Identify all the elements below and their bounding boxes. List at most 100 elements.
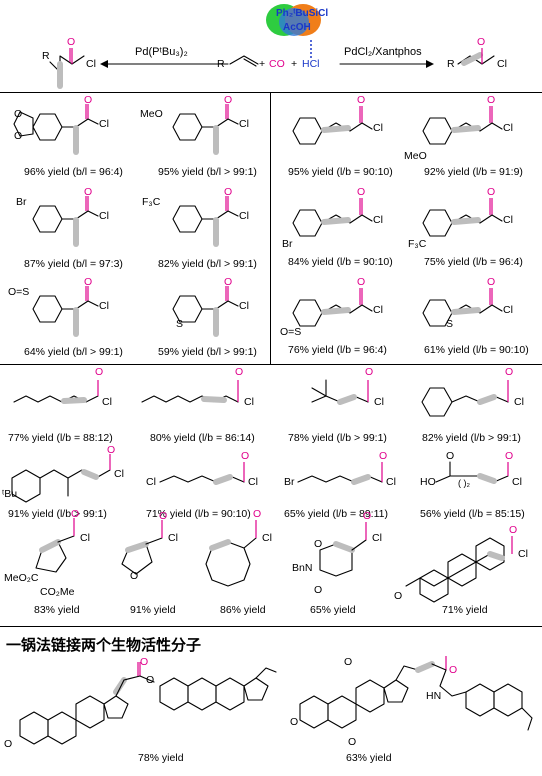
cy3-cl: Cl: [262, 532, 272, 544]
left-arrow-head: [100, 60, 108, 68]
ak8-yield: 56% yield (l/b = 85:15): [420, 508, 525, 520]
bio1-yield: 78% yield: [138, 752, 184, 764]
section-title: 一锅法链接两个生物活性分子: [6, 636, 202, 654]
br5-cl: Cl: [99, 300, 109, 312]
ak8-acid-o: O: [446, 450, 455, 462]
br1-cl: Cl: [99, 118, 109, 130]
bio2-o3: O: [348, 736, 357, 748]
br1-yield: 96% yield (b/l = 96:4): [24, 166, 123, 178]
cy1-cl: Cl: [80, 532, 90, 544]
cy4-o: O: [363, 510, 372, 522]
la5-so2: O=S: [280, 326, 302, 338]
br2-sub: MeO: [140, 108, 163, 120]
ak6-o: O: [241, 450, 250, 462]
cy3-o: O: [253, 508, 262, 520]
acid-label: AcOH: [283, 22, 311, 33]
br4-o: O: [224, 186, 233, 198]
left-r: R: [42, 50, 50, 62]
br5-so2: O=S: [8, 286, 30, 298]
ak1-cl: Cl: [102, 396, 112, 408]
bio2-o1: O: [290, 716, 299, 728]
alkene-r: R: [217, 58, 225, 70]
la1-o: O: [357, 94, 366, 106]
br3-o: O: [84, 186, 93, 198]
ak2-yield: 80% yield (l/b = 86:14): [150, 432, 255, 444]
ak3-o: O: [365, 366, 374, 378]
left-o: O: [67, 36, 76, 48]
la6-cl: Cl: [503, 304, 513, 316]
left-reagent: Pd(PᵗBu₃)₂: [135, 46, 188, 58]
branched-structure: [32, 104, 99, 155]
la3-sub: Br: [282, 238, 293, 250]
la5-yield: 76% yield (l/b = 96:4): [288, 344, 387, 356]
la5-cl: Cl: [373, 304, 383, 316]
hydroxy-acid-chain: [435, 475, 509, 483]
dioxole-ring: [13, 111, 34, 137]
br6-o: O: [224, 276, 233, 288]
ak7-cl: Cl: [386, 476, 396, 488]
bio-drawing: [19, 656, 533, 745]
br4-yield: 82% yield (b/l > 99:1): [158, 258, 257, 270]
cy2-o: O: [159, 510, 168, 522]
la2-o: O: [487, 94, 496, 106]
br2-o: O: [224, 94, 233, 106]
ak4-o: O: [505, 366, 514, 378]
cy4-yield: 65% yield: [310, 604, 356, 616]
cy4-o1: O: [314, 538, 323, 550]
la2-yield: 92% yield (l/b = 91:9): [424, 166, 523, 178]
blue-blob: [279, 8, 309, 36]
br4-cl: Cl: [239, 210, 249, 222]
la4-yield: 75% yield (l/b = 96:4): [424, 256, 523, 268]
bio2-yield: 63% yield: [346, 752, 392, 764]
br-o2: O: [14, 130, 23, 142]
ak5-cl: Cl: [114, 468, 124, 480]
bio1-o: O: [4, 738, 13, 750]
br3-yield: 87% yield (b/l = 97:3): [24, 258, 123, 270]
ak6-yield: 71% yield (l/b = 90:10): [146, 508, 251, 520]
ak6-sub: Cl: [146, 476, 156, 488]
rule-top: [0, 92, 542, 93]
br5-o: O: [84, 276, 93, 288]
header-drawing: [49, 4, 495, 89]
cy1-o: O: [71, 508, 80, 520]
cy5-yield: 71% yield: [442, 604, 488, 616]
bio2-pink-o: O: [449, 664, 458, 676]
bile-acid-rings: [299, 695, 329, 729]
right-reagent: PdCl₂/Xantphos: [344, 46, 422, 58]
br5-yield: 64% yield (b/l > 99:1): [24, 346, 123, 358]
cy5-o: O: [509, 524, 518, 536]
rule-mid-vertical: [270, 92, 271, 364]
bio2-o2: O: [344, 656, 353, 668]
abietane-rings: [465, 683, 495, 717]
alkyl-drawing: [11, 379, 513, 603]
ak7-yield: 65% yield (l/b = 89:11): [284, 508, 388, 520]
bio1-pink-o: O: [140, 656, 149, 668]
br2-cl: Cl: [239, 118, 249, 130]
linear-aryl-drawing: [0, 94, 542, 364]
hcl-reagent: HCl: [302, 58, 320, 70]
ak1-yield: 77% yield (l/b = 88:12): [8, 432, 113, 444]
ak4-yield: 82% yield (l/b > 99:1): [422, 432, 521, 444]
plus-2: +: [291, 58, 298, 70]
br3-cl: Cl: [99, 210, 109, 222]
ak7-o: O: [379, 450, 388, 462]
ak2-cl: Cl: [244, 396, 254, 408]
br-o1: O: [14, 108, 23, 120]
bio2-nh: HN: [426, 690, 442, 702]
cy2-cl: Cl: [168, 532, 178, 544]
cy1-ester1: MeO₂C: [4, 572, 39, 584]
catalyst-label: Ph₂ᵗBuSiCl: [276, 8, 329, 19]
ak3-yield: 78% yield (l/b > 99:1): [288, 432, 387, 444]
branched-drawing: [13, 94, 270, 364]
plus-1: +: [259, 58, 266, 70]
ak8-sub: HO: [420, 476, 436, 488]
cy4-cl: Cl: [372, 532, 382, 544]
ak3-cl: Cl: [374, 396, 384, 408]
la4-o: O: [487, 186, 496, 198]
ak8-o: O: [505, 450, 514, 462]
la3-yield: 84% yield (l/b = 90:10): [288, 256, 393, 268]
cy2-yield: 91% yield: [130, 604, 176, 616]
right-r: R: [447, 58, 455, 70]
ak7-sub: Br: [284, 476, 295, 488]
la1-yield: 95% yield (l/b = 90:10): [288, 166, 393, 178]
